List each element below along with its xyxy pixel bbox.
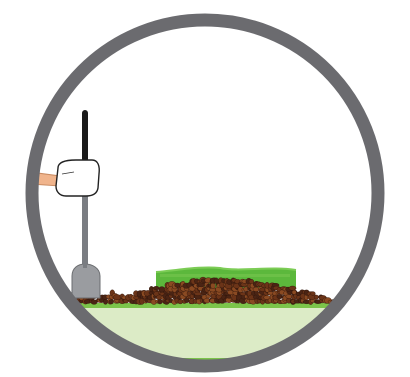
soil-pebble [314, 295, 318, 299]
soil-pebble [289, 286, 296, 290]
soil-pebble [211, 283, 216, 289]
soil-pebble [154, 286, 160, 290]
soil-pebble [249, 279, 254, 284]
soil-pebble [194, 292, 201, 296]
soil-pebble [311, 292, 316, 296]
soil-pebble [103, 299, 107, 304]
soil-pebble [158, 299, 163, 304]
soil-pebble [109, 300, 114, 304]
soil-pebble [214, 278, 219, 284]
